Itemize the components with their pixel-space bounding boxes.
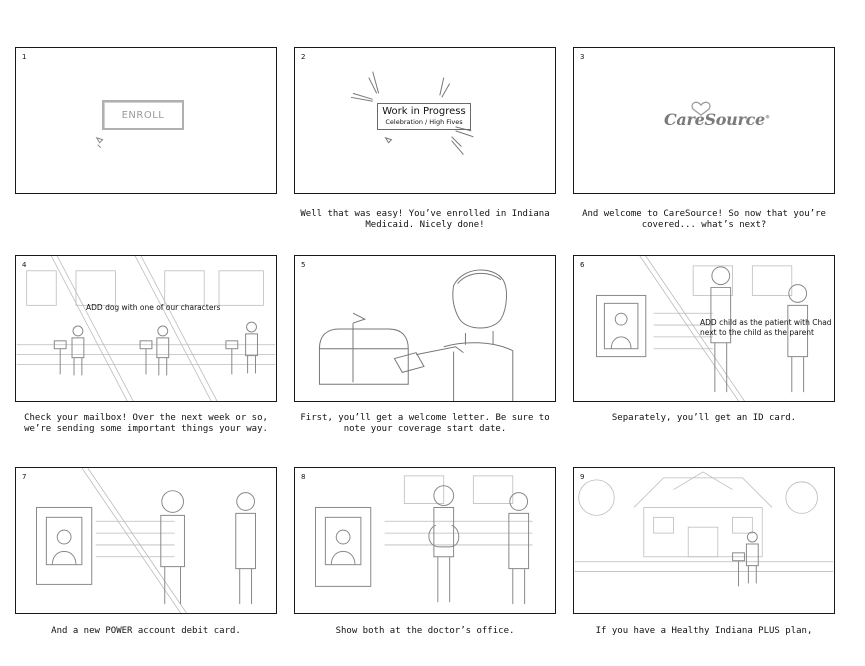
house-scene-sketch <box>574 471 834 587</box>
panel-number: 4 <box>22 261 27 269</box>
panel-number: 9 <box>580 473 585 481</box>
mailbox-scene-sketch <box>16 256 276 401</box>
panel-8-caption: Show both at the doctor’s office. <box>335 626 515 636</box>
panel-number: 7 <box>22 473 27 481</box>
storyboard-panel-6: 6 ADD child as the patient with Chad nex… <box>573 255 835 402</box>
panel-number: 1 <box>22 53 27 61</box>
wip-subtitle: Celebration / High Fives <box>385 118 463 126</box>
doctor-office-scene-sketch <box>315 475 533 605</box>
panel-number: 8 <box>301 473 306 481</box>
logo-heart-icon <box>691 101 711 116</box>
storyboard-panel-8: 8 <box>294 467 556 614</box>
panel-7-caption: And a new POWER account debit card. <box>51 626 241 636</box>
enroll-button-sketch: ENROLL <box>102 100 184 130</box>
panel-4-caption: Check your mailbox! Over the next week o… <box>24 413 268 434</box>
storyboard-panel-5: 5 <box>294 255 556 402</box>
production-note: ADD child as the patient with Chad next … <box>700 318 832 337</box>
panel-number: 6 <box>580 261 585 269</box>
mailbox-letter-sketch <box>318 269 514 401</box>
panel-3-caption: And welcome to CareSource! So now that y… <box>582 209 826 230</box>
panel-number: 3 <box>580 53 585 61</box>
storyboard-panel-1: 1 ENROLL <box>15 47 277 194</box>
panel-number: 5 <box>301 261 306 269</box>
logo-text: CareSource <box>664 110 765 129</box>
storyboard-panel-2: 2 Work in Progress Celebration / High Fi… <box>294 47 556 194</box>
caresource-logo: CareSource® <box>664 110 770 129</box>
storyboard-panel-9: 9 <box>573 467 835 614</box>
celebration-burst-sketch <box>350 71 474 155</box>
wip-title: Work in Progress <box>382 106 466 117</box>
cursor-sketch <box>95 136 104 148</box>
id-card-scene-sketch <box>595 256 809 401</box>
debit-card-scene-sketch <box>36 468 256 613</box>
work-in-progress-box: Work in Progress Celebration / High Five… <box>377 103 471 130</box>
panel-9-caption: If you have a Healthy Indiana PLUS plan, <box>595 626 813 636</box>
panel-5-caption: First, you’ll get a welcome letter. Be s… <box>300 413 550 434</box>
storyboard-panel-4: 4 ADD dog with one of our characters <box>15 255 277 402</box>
panel-2-caption: Well that was easy! You’ve enrolled in I… <box>300 209 550 230</box>
panel-6-caption: Separately, you’ll get an ID card. <box>611 413 797 423</box>
production-note: ADD dog with one of our characters <box>86 303 221 312</box>
storyboard-panel-7: 7 <box>15 467 277 614</box>
panel-number: 2 <box>301 53 306 61</box>
storyboard-panel-3: 3 CareSource® <box>573 47 835 194</box>
